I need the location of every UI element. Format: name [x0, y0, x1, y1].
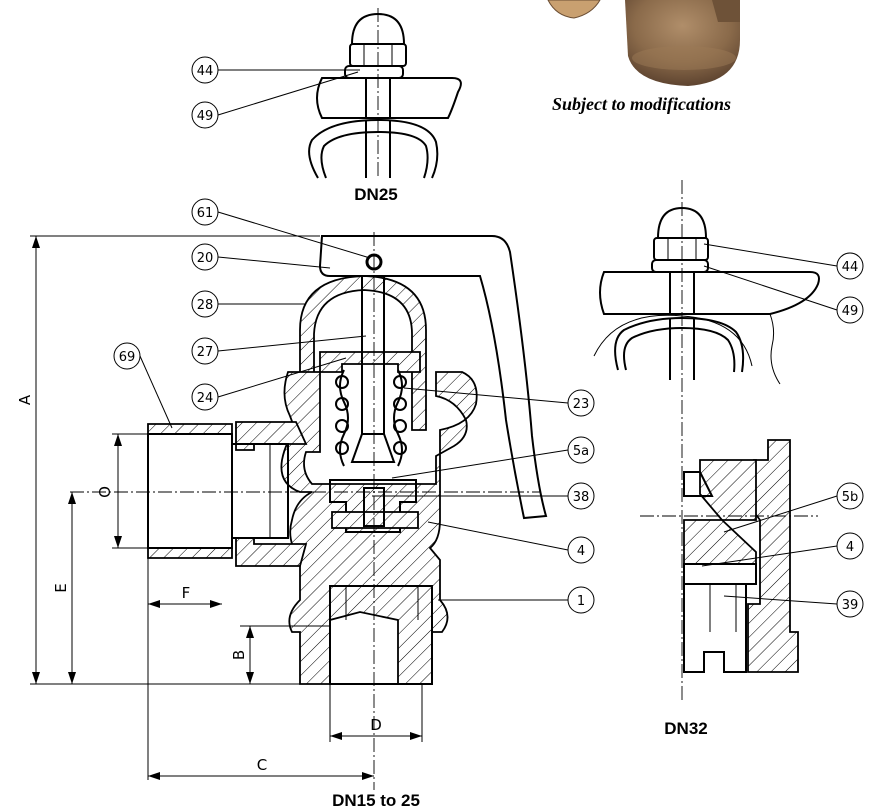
ref-1: 1 — [577, 594, 585, 609]
ref-49-top-balloon — [191, 101, 219, 129]
view-caption-dn32: DN32 — [664, 719, 707, 738]
modification-note: Subject to modifications — [552, 94, 731, 114]
spring — [335, 369, 407, 467]
ref-38: 38 — [573, 490, 590, 505]
dn32-refs: 44 49 5b 4 39 — [701, 243, 864, 618]
view-caption-main: DN15 to 25 — [332, 791, 420, 810]
ref-49-dn32: 49 — [842, 304, 859, 319]
ref-44-top-balloon — [191, 56, 219, 84]
dim-B: B — [230, 650, 248, 660]
dn25-refs: 44 49 — [191, 56, 360, 129]
outlet-bore — [329, 585, 433, 685]
inlet-nut-lower — [147, 547, 233, 559]
dim-O: O — [96, 486, 114, 498]
main-refs-left: 61 20 28 27 69 24 — [113, 198, 371, 429]
dim-A: A — [16, 394, 34, 405]
lever — [318, 235, 548, 520]
ref-20: 20 — [197, 251, 214, 266]
view-caption-dn25: DN25 — [354, 185, 397, 204]
dimensions: A E O F B D C — [16, 235, 423, 780]
ref-27: 27 — [197, 345, 214, 360]
ref-44-dn32: 44 — [842, 260, 859, 275]
ref-61: 61 — [197, 206, 214, 221]
ref-39: 39 — [842, 598, 859, 613]
dn25-detail — [308, 8, 462, 179]
spring-cap — [319, 351, 421, 373]
ref-23: 23 — [573, 397, 590, 412]
ref-5b: 5b — [842, 490, 859, 505]
ref-69: 69 — [119, 350, 136, 365]
inlet-nut — [147, 423, 233, 435]
ref-24: 24 — [197, 391, 214, 406]
dn32-detail — [593, 180, 820, 700]
ref-4: 4 — [577, 544, 585, 559]
ref-4-dn32: 4 — [846, 540, 854, 555]
ref-5a: 5a — [573, 444, 589, 459]
dim-C: C — [257, 756, 267, 774]
main-refs-right: 23 5a 38 4 1 — [372, 387, 595, 614]
valve-photo — [547, 0, 740, 86]
ref-44-top: 44 — [197, 64, 214, 79]
disc — [329, 479, 417, 533]
dim-D: D — [370, 716, 382, 734]
ref-28: 28 — [197, 298, 214, 313]
dim-E: E — [52, 583, 70, 592]
ref-49-top: 49 — [197, 109, 214, 124]
dim-F: F — [182, 584, 191, 602]
main-section-view — [70, 232, 548, 790]
